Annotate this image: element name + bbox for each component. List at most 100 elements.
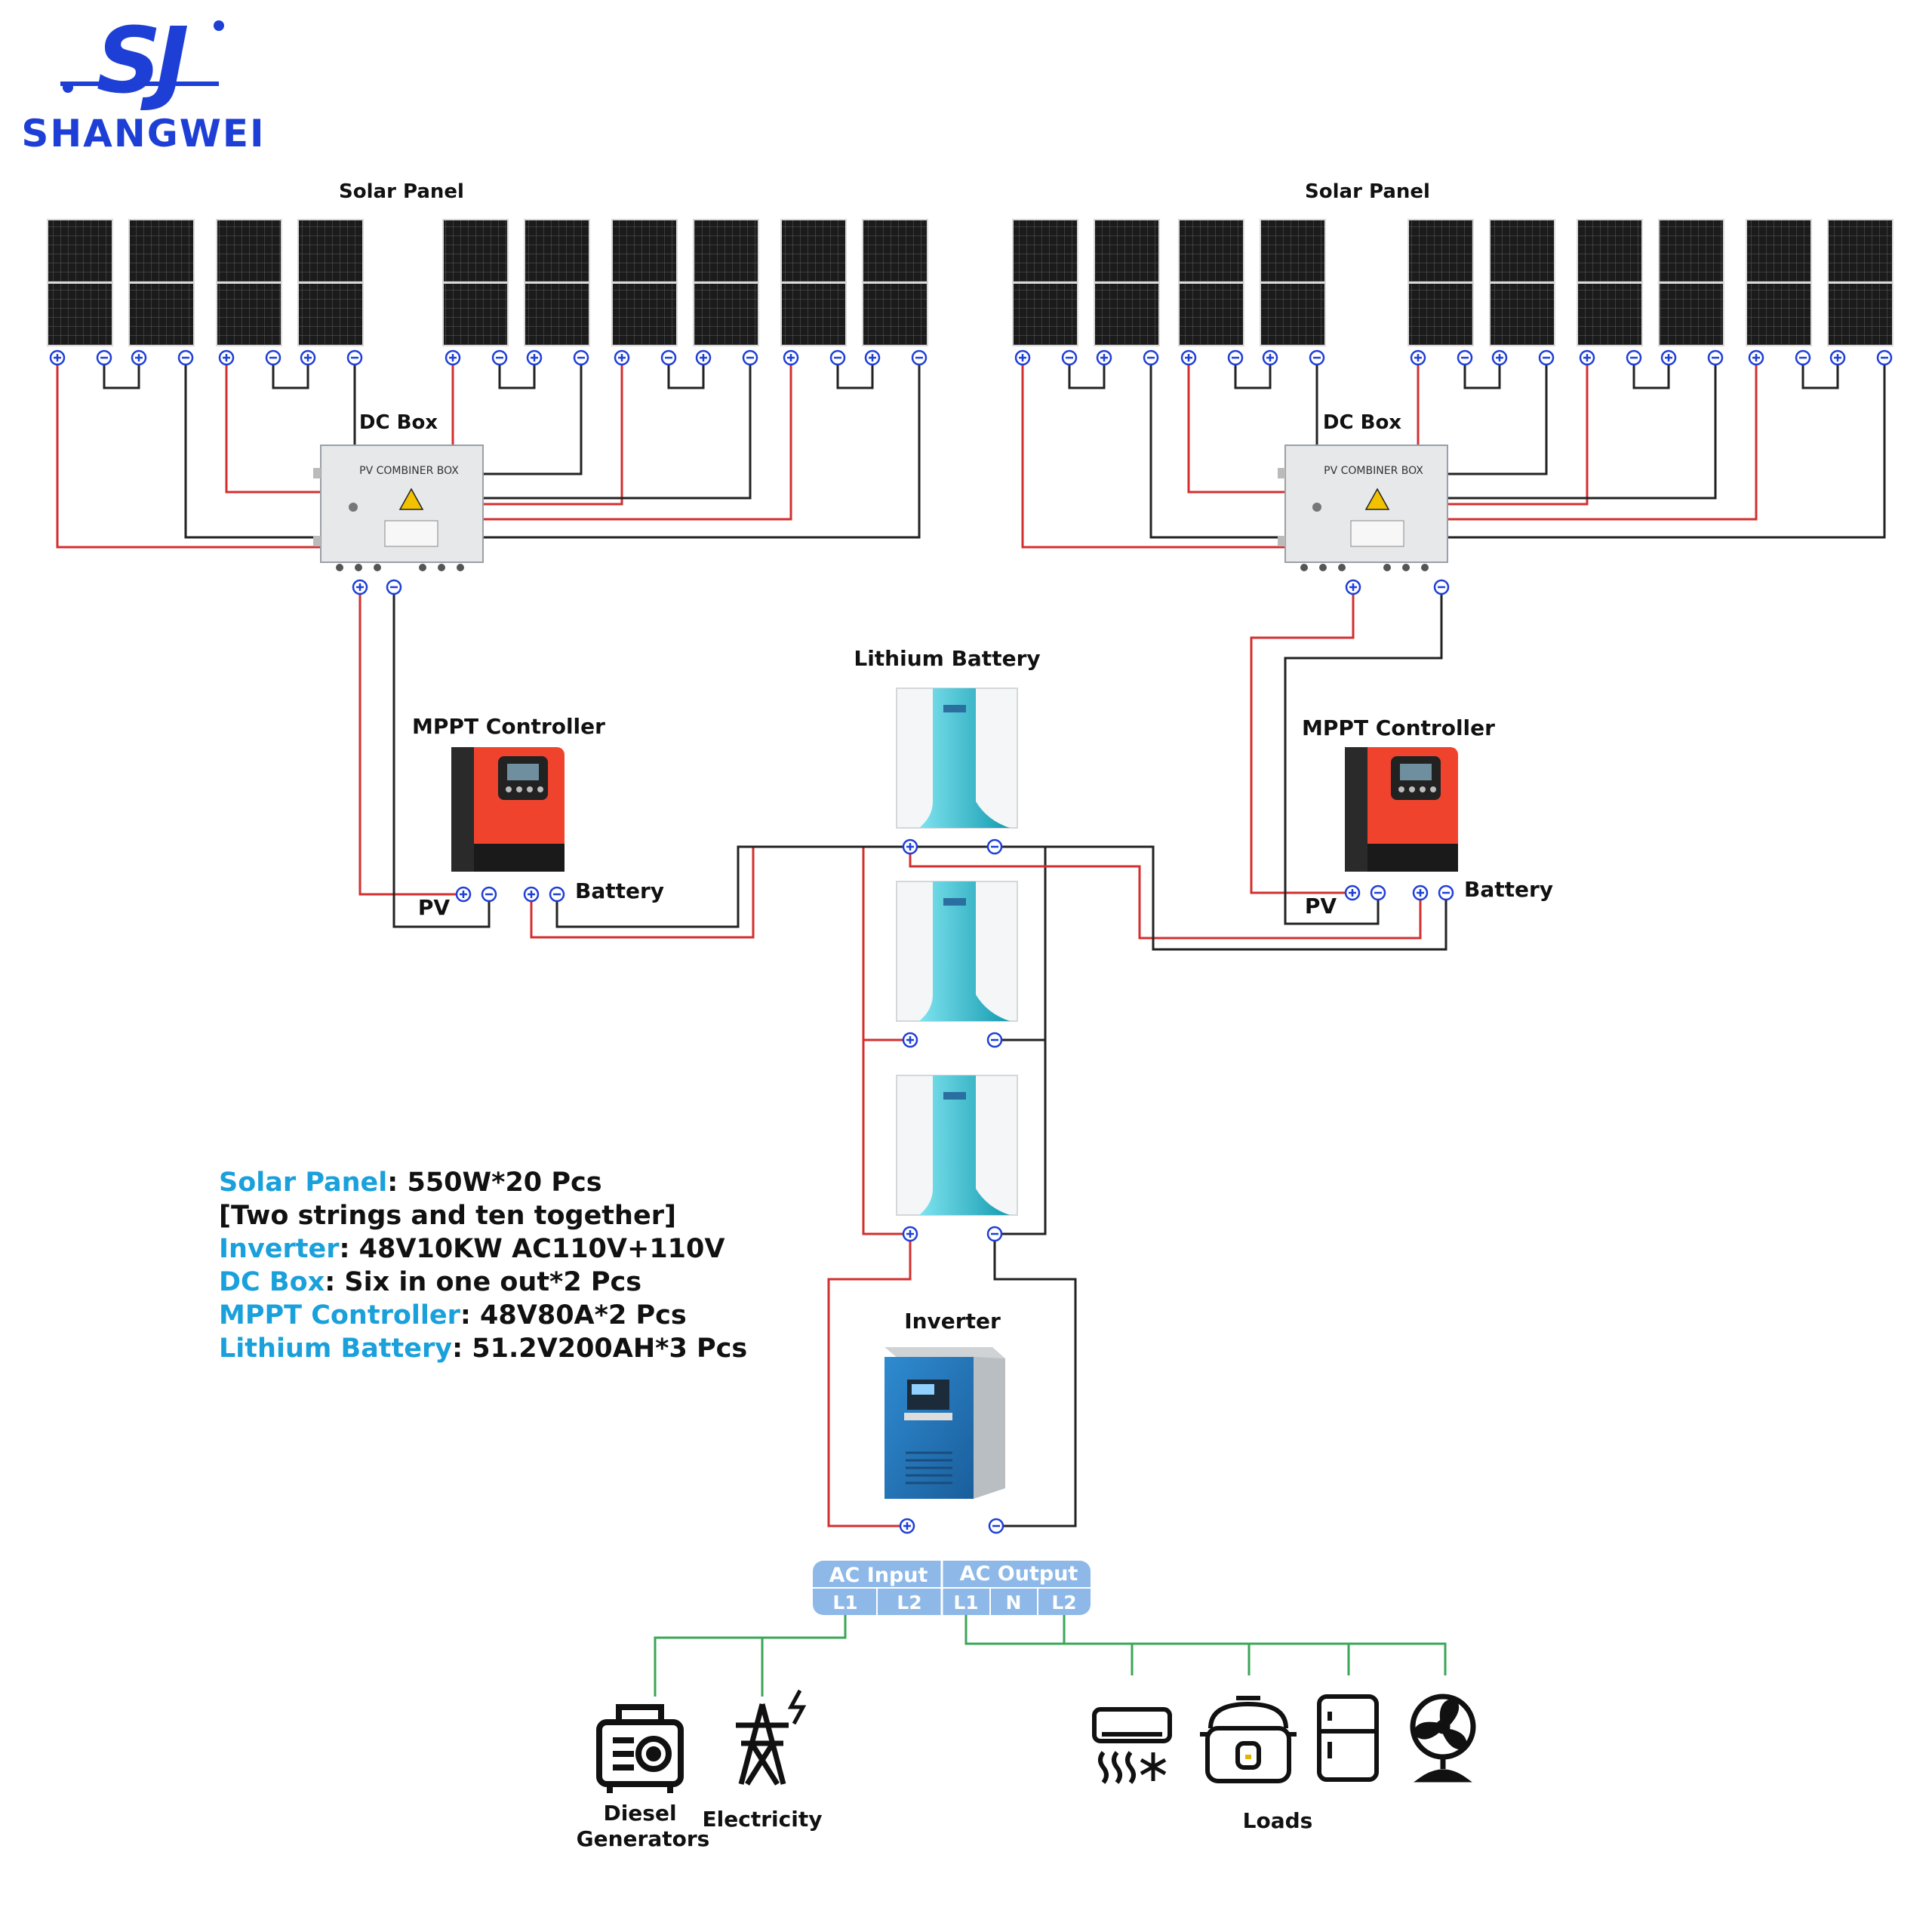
negative-wire [1447, 365, 1717, 500]
solar-panel-label-left: Solar Panel [339, 180, 464, 203]
mppt-controller-right [1345, 747, 1458, 872]
positive-terminal-icon [902, 1032, 918, 1048]
positive-wire [1447, 365, 1589, 506]
ac-input-label: AC Input [829, 1564, 928, 1587]
negative-terminal-icon [1438, 884, 1454, 901]
battery-negative-wire [995, 845, 1447, 951]
spec-dc-box: DC Box: Six in one out*2 Pcs [219, 1267, 642, 1297]
solar-panel [611, 219, 678, 346]
negative-terminal-icon [491, 349, 508, 366]
mppt-label-right: MPPT Controller [1302, 715, 1495, 740]
lithium-battery-module [896, 1075, 1018, 1216]
positive-terminal-icon [864, 349, 881, 366]
positive-wire [1021, 365, 1285, 549]
negative-terminal-icon [1626, 349, 1642, 366]
positive-terminal-icon [131, 349, 147, 366]
inverter-label: Inverter [904, 1309, 1001, 1334]
solar-panel [1407, 219, 1474, 346]
series-link-wire [1463, 365, 1501, 389]
negative-terminal-icon [1309, 349, 1325, 366]
positive-terminal-icon [614, 349, 630, 366]
series-link-wire [1234, 365, 1272, 389]
pv-label-right: PV [1305, 894, 1337, 918]
negative-wire [1447, 365, 1548, 475]
ac-output-terminal-l1: L1 [953, 1592, 978, 1614]
ac-output-terminal-l2: L2 [1051, 1592, 1076, 1614]
battery-label-right: Battery [1464, 877, 1553, 902]
ac-input-wire [654, 1615, 847, 1697]
ac-input-terminal-l2: L2 [897, 1592, 921, 1614]
positive-terminal-icon [1096, 349, 1112, 366]
electricity-label: Electricity [703, 1807, 823, 1832]
negative-terminal-icon [1707, 349, 1724, 366]
negative-terminal-icon [660, 349, 677, 366]
negative-wire [483, 365, 752, 500]
solar-panel-label-right: Solar Panel [1305, 180, 1430, 203]
solar-panel [47, 219, 113, 346]
positive-terminal-icon [523, 886, 540, 903]
battery-parallel-wire [995, 1040, 1047, 1235]
spec-solar-panel: Solar Panel: 550W*20 Pcs [219, 1168, 602, 1198]
positive-wire [1187, 365, 1285, 494]
lithium-battery-label: Lithium Battery [854, 646, 1040, 671]
negative-terminal-icon [1876, 349, 1893, 366]
negative-terminal-icon [386, 579, 402, 595]
power-tower-icon [736, 1689, 807, 1786]
lithium-battery-module [896, 688, 1018, 829]
loads-label: Loads [1243, 1808, 1313, 1833]
lithium-battery-module [896, 881, 1018, 1022]
negative-terminal-icon [986, 1032, 1003, 1048]
solar-panel [297, 219, 364, 346]
mppt-label-left: MPPT Controller [412, 714, 605, 739]
inverter-unit [884, 1347, 1005, 1499]
negative-terminal-icon [1143, 349, 1159, 366]
positive-terminal-icon [695, 349, 712, 366]
series-link-wire [1632, 365, 1670, 389]
negative-terminal-icon [1227, 349, 1244, 366]
negative-wire [483, 365, 583, 475]
negative-terminal-icon [911, 349, 928, 366]
negative-wire [1149, 365, 1285, 539]
logo-text: SHANGWEI [21, 112, 265, 155]
negative-terminal-icon [549, 886, 565, 903]
positive-terminal-icon [1748, 349, 1764, 366]
battery-label-left: Battery [575, 878, 664, 903]
positive-terminal-icon [1410, 349, 1426, 366]
pv-label-left: PV [418, 895, 451, 920]
negative-terminal-icon [988, 1518, 1004, 1534]
air-conditioner-icon [1092, 1707, 1172, 1784]
solar-panel [1827, 219, 1894, 346]
ac-output-label: AC Output [960, 1562, 1078, 1586]
positive-terminal-icon [1344, 884, 1361, 901]
positive-terminal-icon [1412, 884, 1429, 901]
solar-panel [1094, 219, 1160, 346]
positive-terminal-icon [783, 349, 799, 366]
negative-terminal-icon [573, 349, 589, 366]
negative-terminal-icon [1457, 349, 1473, 366]
positive-terminal-icon [1014, 349, 1031, 366]
inverter-negative-wire [993, 1241, 1077, 1527]
positive-terminal-icon [899, 1518, 915, 1534]
negative-terminal-icon [346, 349, 363, 366]
solar-panel [1746, 219, 1812, 346]
battery-parallel-wire [862, 1040, 910, 1235]
combiner-box-text-right: PV COMBINER BOX [1324, 465, 1423, 477]
positive-terminal-icon [526, 349, 543, 366]
solar-panel [693, 219, 759, 346]
series-link-wire [1068, 365, 1106, 389]
solar-panel [1260, 219, 1326, 346]
spec-string-note: [Two strings and ten together] [219, 1201, 676, 1231]
spec-inverter: Inverter: 48V10KW AC110V+110V [219, 1234, 725, 1264]
negative-terminal-icon [742, 349, 758, 366]
negative-wire [483, 365, 921, 539]
positive-wire [225, 365, 321, 494]
series-link-wire [272, 365, 309, 389]
solar-panel [216, 219, 282, 346]
negative-terminal-icon [829, 349, 846, 366]
combiner-box-text-left: PV COMBINER BOX [359, 465, 459, 477]
inverter-positive-wire [827, 1241, 912, 1527]
negative-terminal-icon [96, 349, 112, 366]
negative-terminal-icon [1061, 349, 1078, 366]
mppt-controller-left [451, 747, 565, 872]
positive-terminal-icon [1345, 579, 1361, 595]
